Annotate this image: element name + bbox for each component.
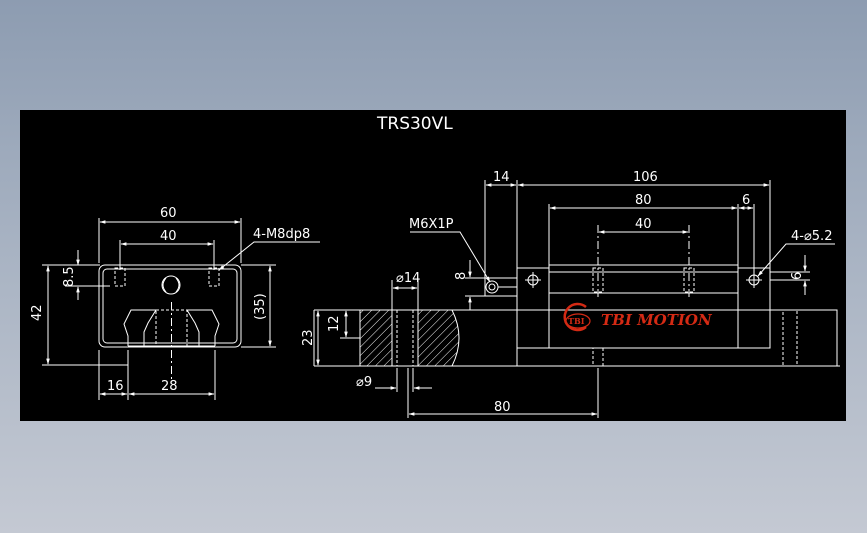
dim-rail-hole-9: ⌀9: [356, 375, 372, 390]
grease-nipple-note: M6X1P: [409, 217, 454, 232]
dim-bottom-28: 28: [161, 379, 178, 394]
linear-guide-drawing: TRS30VL: [30, 114, 840, 418]
dim-bottom-16: 16: [107, 379, 124, 394]
drawing-title: TRS30VL: [376, 114, 453, 134]
dim-rail-hole-14: ⌀14: [396, 271, 420, 286]
hole-note: 4-⌀5.2: [791, 229, 832, 244]
tbi-logo: TBI TBI MOTION: [563, 302, 713, 332]
rail-left-profile: [123, 309, 157, 346]
cad-viewport[interactable]: TRS30VL: [20, 110, 846, 421]
grease-nipple-circle: [161, 275, 181, 295]
dim-width-60: 60: [160, 206, 177, 221]
grease-nipple-side: [485, 280, 499, 294]
block-inner-outline: [102, 268, 238, 344]
block-outline: [98, 264, 242, 348]
rail-hole-cutout: [391, 309, 419, 367]
tap-note: 4-M8dp8: [253, 227, 310, 242]
dim-height-42: 42: [30, 304, 45, 321]
dim-len-80: 80: [635, 193, 652, 208]
dim-rail-12: 12: [327, 315, 342, 332]
dim-len-14: 14: [493, 170, 510, 185]
dim-height-8-5: 8.5: [62, 266, 77, 287]
tapped-hole-right: [208, 267, 220, 287]
dim-width-40: 40: [160, 229, 177, 244]
dim-right-6: 6: [790, 272, 805, 280]
dim-len-6: 6: [742, 193, 750, 208]
tapped-hole-left: [114, 267, 126, 287]
dim-len-106: 106: [633, 170, 658, 185]
dim-rail-height-23: 23: [301, 329, 316, 346]
grease-nipple-arcs: [162, 277, 180, 293]
dim-len-40: 40: [635, 217, 652, 232]
rail-section: [313, 280, 840, 418]
end-view: [42, 218, 320, 400]
dim-height-35: (35): [253, 293, 268, 320]
logo-badge: TBI: [568, 316, 585, 326]
block-body-side: [548, 264, 739, 349]
dim-pitch-80: 80: [494, 400, 511, 415]
side-view: [410, 180, 838, 367]
logo-name: TBI MOTION: [601, 311, 713, 329]
dim-nipple-8: 8: [454, 272, 469, 280]
rail-right-profile: [186, 309, 220, 346]
